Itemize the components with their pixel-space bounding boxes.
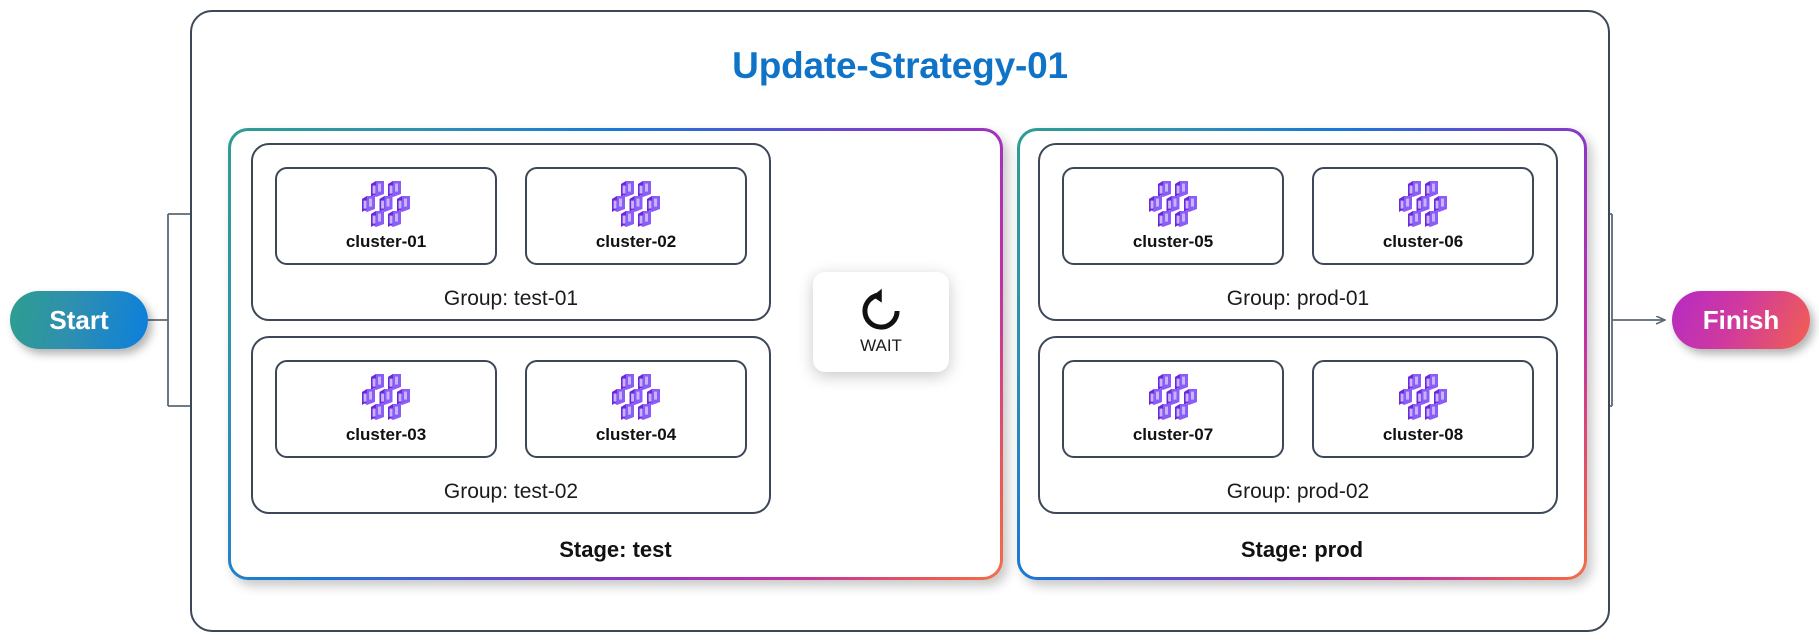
- stage-label: Stage: test: [559, 537, 672, 562]
- cluster-icon: [1149, 181, 1197, 227]
- page-title: Update-Strategy-01: [732, 45, 1068, 86]
- group-prod-01[interactable]: cluster-05 cluster-: [1038, 143, 1558, 321]
- cluster-node-cluster-01[interactable]: cluster-01: [275, 167, 497, 265]
- cluster-icon: [362, 181, 410, 227]
- cluster-label: cluster-04: [595, 425, 677, 444]
- cluster-icon: [612, 374, 660, 420]
- cluster-node-cluster-02[interactable]: cluster-02: [525, 167, 747, 265]
- cluster-node-cluster-06[interactable]: cluster-06: [1312, 167, 1534, 265]
- stage-prod[interactable]: cluster-05 cluster-: [1017, 128, 1587, 580]
- wait-label: WAIT: [860, 336, 902, 355]
- cluster-label: cluster-02: [595, 232, 677, 251]
- group-label: Group: prod-02: [1226, 480, 1370, 503]
- cluster-icon: [1149, 374, 1197, 420]
- cluster-label: cluster-07: [1132, 425, 1214, 444]
- cluster-label: cluster-03: [345, 425, 427, 444]
- stage-test[interactable]: cluster-01 cluster-: [228, 128, 1003, 580]
- start-node[interactable]: Start: [10, 291, 148, 349]
- cluster-label: cluster-06: [1382, 232, 1464, 251]
- group-label: Group: prod-01: [1226, 287, 1370, 310]
- group-test-02[interactable]: cluster-03 cluster-: [251, 336, 771, 514]
- cluster-icon: [1399, 374, 1447, 420]
- cluster-node-cluster-03[interactable]: cluster-03: [275, 360, 497, 458]
- finish-label: Finish: [1702, 304, 1780, 335]
- group-label: Group: test-01: [443, 287, 579, 310]
- group-prod-02[interactable]: cluster-07 cluster-: [1038, 336, 1558, 514]
- finish-node[interactable]: Finish: [1672, 291, 1810, 349]
- group-test-01[interactable]: cluster-01 cluster-: [251, 143, 771, 321]
- cluster-node-cluster-05[interactable]: cluster-05: [1062, 167, 1284, 265]
- cluster-label: cluster-05: [1132, 232, 1214, 251]
- cluster-icon: [1399, 181, 1447, 227]
- group-label: Group: test-02: [443, 480, 579, 503]
- cluster-node-cluster-08[interactable]: cluster-08: [1312, 360, 1534, 458]
- cluster-node-cluster-07[interactable]: cluster-07: [1062, 360, 1284, 458]
- start-label: Start: [49, 304, 109, 335]
- cluster-icon: [362, 374, 410, 420]
- cluster-label: cluster-08: [1382, 425, 1464, 444]
- cluster-node-cluster-04[interactable]: cluster-04: [525, 360, 747, 458]
- wait-node[interactable]: WAIT: [813, 272, 949, 372]
- cluster-label: cluster-01: [345, 232, 427, 251]
- cluster-icon: [612, 181, 660, 227]
- rotate-ccw-icon: [862, 288, 900, 330]
- stage-label: Stage: prod: [1240, 537, 1364, 562]
